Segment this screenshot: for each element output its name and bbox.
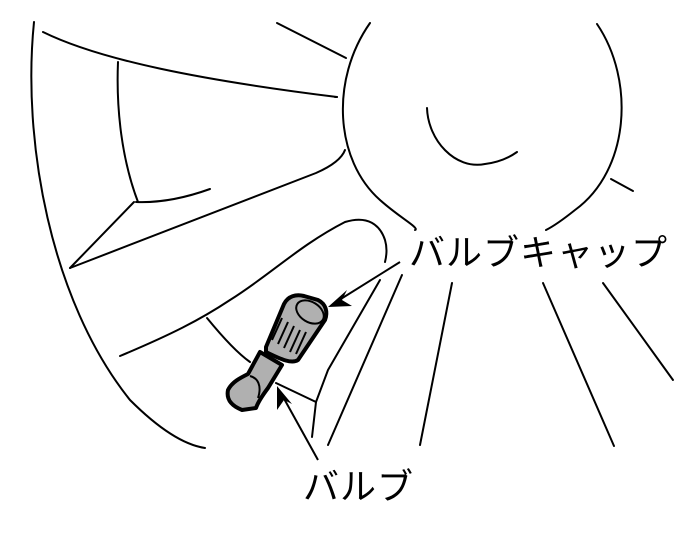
spoke-right-1 <box>327 274 403 446</box>
rim-outer-edge <box>30 21 206 449</box>
spoke-diag-1 <box>69 201 135 269</box>
hub-right-tick <box>610 178 634 192</box>
spoke-top-tick <box>276 22 347 59</box>
valve-seat-line-2 <box>311 401 317 438</box>
valve-hole-curve <box>119 218 388 357</box>
spoke-lower-3 <box>602 282 674 381</box>
spoke-left-inner <box>116 61 139 203</box>
valve-seat-line <box>275 279 381 403</box>
hub-outer-circle-right <box>545 23 623 231</box>
hub-inner-arc <box>426 107 518 166</box>
valve-cap-icon <box>264 293 329 364</box>
valve-hole-inner <box>206 317 251 363</box>
valve-cap-label: バルブキャップ <box>409 233 669 274</box>
arrow-to-valve-cap <box>328 261 401 307</box>
spoke-diag-2 <box>69 149 346 269</box>
spoke-lower-1 <box>419 282 453 446</box>
rim-upper-curve <box>42 31 338 98</box>
valve-stem-icon <box>225 350 284 412</box>
hub-outer-circle <box>341 22 417 231</box>
spoke-lower-2 <box>542 282 615 447</box>
spoke-left-bottom <box>135 188 211 204</box>
valve-label: バルブ <box>303 467 415 508</box>
arrow-to-valve <box>277 386 319 461</box>
